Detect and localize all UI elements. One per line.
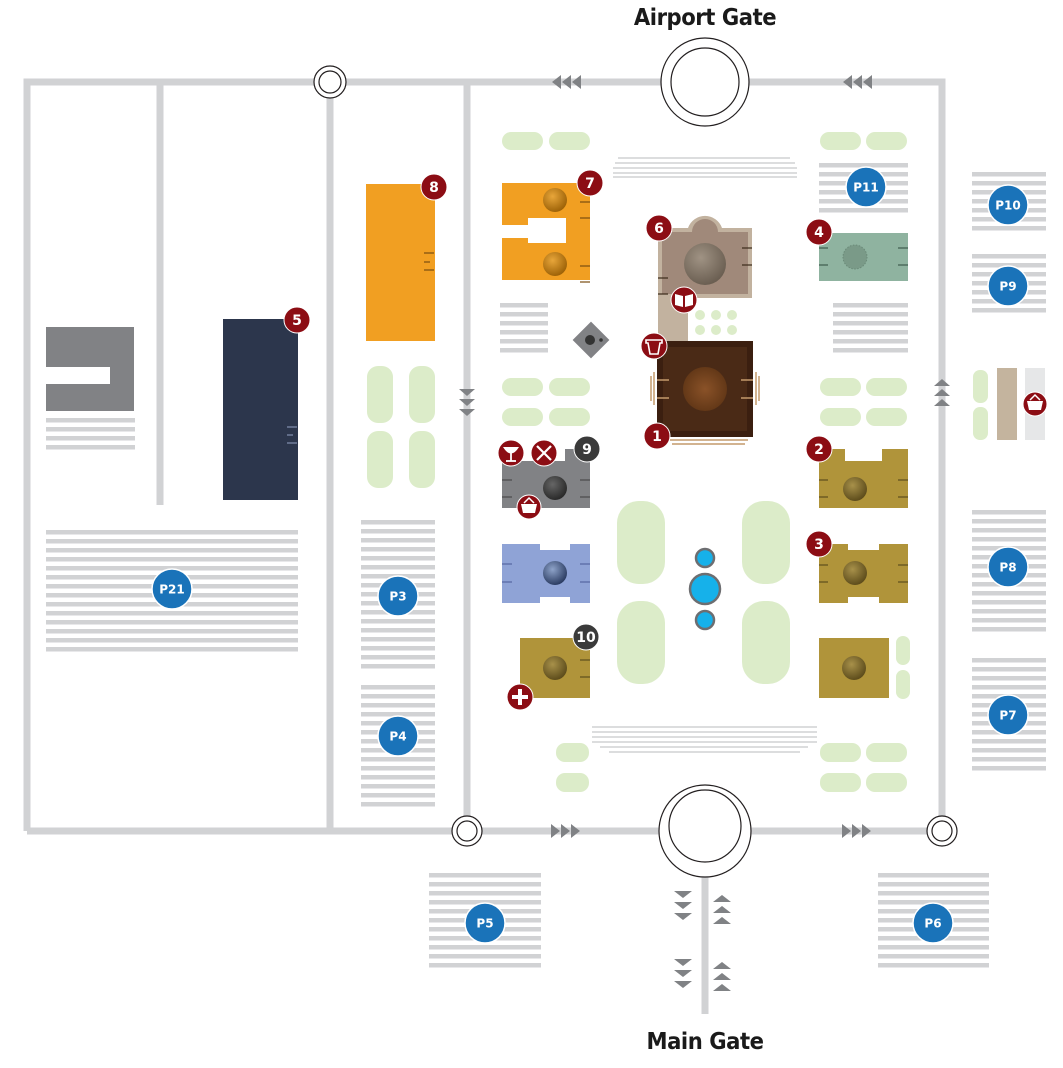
parking-badge-p4[interactable]: P4 xyxy=(377,715,419,757)
building-marker-3[interactable]: 3 xyxy=(805,530,833,558)
direction-arrows xyxy=(459,75,950,991)
arrow-down-icon xyxy=(674,891,692,920)
cafe-icon xyxy=(640,332,668,360)
marker-number: 9 xyxy=(582,442,592,458)
plaza-steps xyxy=(592,157,817,753)
arrow-up-icon xyxy=(934,379,950,406)
library-icon xyxy=(670,286,698,314)
parking-label: P21 xyxy=(159,583,185,597)
airport-gate-label: Airport Gate xyxy=(633,5,777,31)
pharmacy-icon xyxy=(497,439,525,467)
marker-number: 8 xyxy=(429,180,439,196)
parking-label: P3 xyxy=(389,590,406,604)
monument[interactable] xyxy=(572,321,610,359)
parking-lot-stripes xyxy=(833,303,908,353)
restaurant-icon xyxy=(530,439,558,467)
medical-cross-icon xyxy=(506,683,534,711)
marker-number: 2 xyxy=(814,442,824,458)
parking-badge-p9[interactable]: P9 xyxy=(987,265,1029,307)
building-marker-9[interactable]: 9 xyxy=(573,435,601,463)
parking-badge-p5[interactable]: P5 xyxy=(464,902,506,944)
parking-badge-p7[interactable]: P7 xyxy=(987,694,1029,736)
building-marker-4[interactable]: 4 xyxy=(805,218,833,246)
arrow-right-icon xyxy=(842,824,871,838)
arrow-right-icon xyxy=(551,824,580,838)
roundabout-main-gate xyxy=(658,784,752,878)
marker-number: 7 xyxy=(585,176,595,192)
building-marker-10[interactable]: 10 xyxy=(572,623,600,651)
shop-basket-icon xyxy=(516,494,542,520)
parking-badge-p3[interactable]: P3 xyxy=(377,575,419,617)
arrow-down-icon xyxy=(459,389,475,416)
marker-number: 1 xyxy=(652,429,662,445)
building-marker-8[interactable]: 8 xyxy=(420,173,448,201)
road-network xyxy=(23,78,946,1014)
marker-number: 3 xyxy=(814,537,824,553)
arrow-up-icon xyxy=(713,962,731,991)
parking-label: P6 xyxy=(924,917,941,931)
roundabout-small xyxy=(926,815,958,847)
building-8[interactable] xyxy=(366,184,435,341)
building-marker-1[interactable]: 1 xyxy=(643,422,671,450)
parking-label: P8 xyxy=(999,561,1016,575)
parking-label: P10 xyxy=(995,199,1021,213)
arrow-up-icon xyxy=(713,895,731,924)
parking-label: P7 xyxy=(999,709,1016,723)
building-annex[interactable] xyxy=(46,327,134,411)
building-marker-6[interactable]: 6 xyxy=(645,214,673,242)
marker-number: 4 xyxy=(814,225,824,241)
parking-lot-stripes xyxy=(46,418,135,450)
parking-badge-p11[interactable]: P11 xyxy=(845,166,887,208)
building-5[interactable] xyxy=(223,319,298,500)
fountain xyxy=(688,547,722,631)
marker-number: 10 xyxy=(576,630,596,646)
roundabout-small xyxy=(313,65,347,99)
parking-lot-stripes xyxy=(500,303,548,353)
outer-ring-road xyxy=(23,78,946,835)
parking-badge-p10[interactable]: P10 xyxy=(987,184,1029,226)
roundabout-small xyxy=(451,815,483,847)
parking-label: P4 xyxy=(389,730,406,744)
parking-badge-p8[interactable]: P8 xyxy=(987,546,1029,588)
roundabout-airport-gate xyxy=(660,37,750,127)
parking-badge-p6[interactable]: P6 xyxy=(912,902,954,944)
arrow-left-icon xyxy=(552,75,581,89)
shop-basket-icon xyxy=(1022,391,1048,417)
building-2[interactable] xyxy=(819,449,908,508)
building-marker-2[interactable]: 2 xyxy=(805,435,833,463)
main-gate-label: Main Gate xyxy=(646,1029,764,1055)
green-areas xyxy=(367,132,988,792)
parking-label: P11 xyxy=(853,181,879,195)
arrow-down-icon xyxy=(674,959,692,988)
marker-number: 6 xyxy=(654,221,664,237)
building-marker-5[interactable]: 5 xyxy=(283,306,311,334)
building-9[interactable] xyxy=(502,449,590,508)
parking-badge-p21[interactable]: P21 xyxy=(151,568,193,610)
parking-label: P9 xyxy=(999,280,1016,294)
parking-label: P5 xyxy=(476,917,493,931)
building-7[interactable] xyxy=(502,183,590,280)
market-stall[interactable] xyxy=(997,368,1017,440)
marker-number: 5 xyxy=(292,313,302,329)
arrow-left-icon xyxy=(843,75,872,89)
building-marker-7[interactable]: 7 xyxy=(576,169,604,197)
